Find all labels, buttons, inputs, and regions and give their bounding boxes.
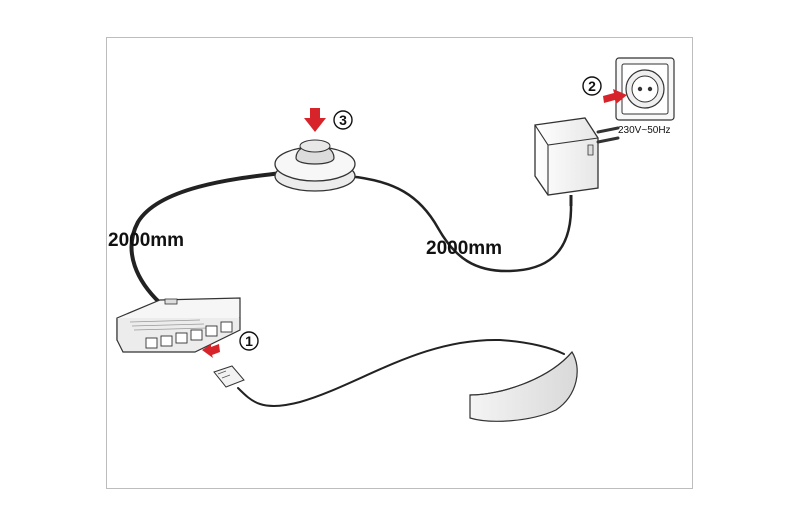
cable-left [129,171,283,305]
step-1-number: 1 [245,333,253,349]
arrow-step-2-icon [603,89,627,104]
arrow-step-1-icon [202,344,220,358]
cable-right [344,174,573,273]
connector-plug-icon [213,365,245,388]
foot-switch-icon [274,139,356,192]
diagram-frame [106,37,693,489]
step-3-number: 3 [339,112,347,128]
cable-length-left: 2000mm [108,230,184,251]
step-3-badge: 3 [333,110,353,130]
step-2-number: 2 [588,78,596,94]
step-1-badge: 1 [239,331,259,351]
cable-length-right: 2000mm [426,238,502,259]
wall-socket-icon [615,57,675,121]
led-light-icon [469,350,578,422]
arrow-step-3-icon [304,108,326,132]
power-adapter-icon [534,117,620,206]
socket-rating: 230V~50Hz [618,125,671,136]
distributor-hub-icon [116,297,241,353]
cable-light [237,338,565,407]
step-2-badge: 2 [582,76,602,96]
